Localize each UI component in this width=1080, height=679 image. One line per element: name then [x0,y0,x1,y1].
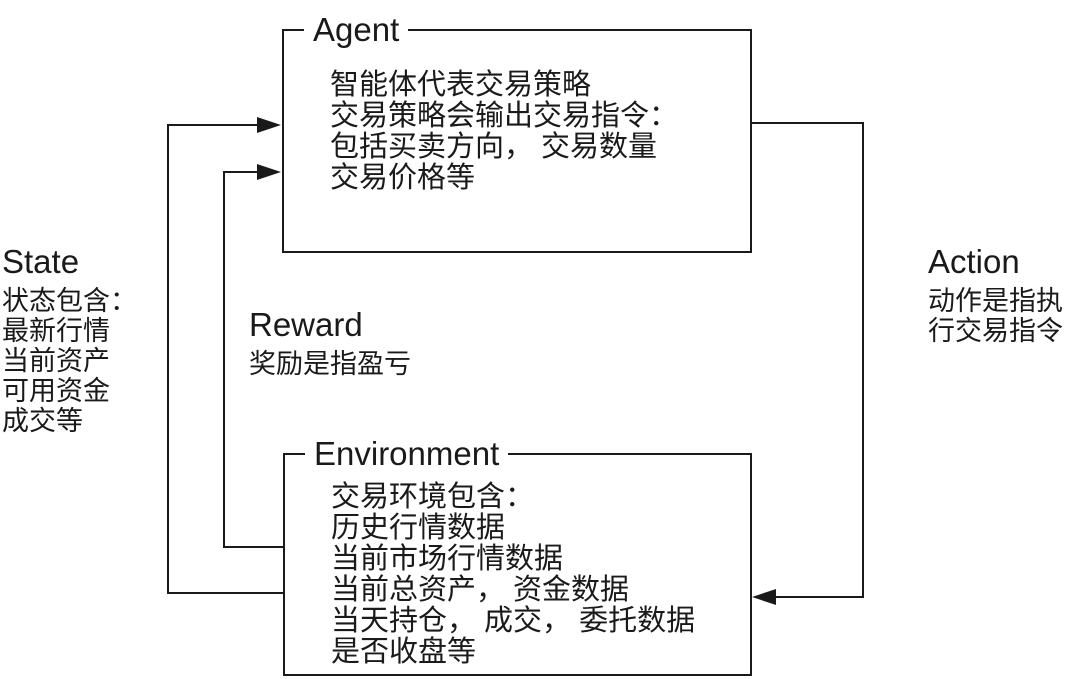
environment-text-line: 交易环境包含： [331,481,535,513]
environment-text-line: 是否收盘等 [331,636,477,668]
action-edge-arrowhead [752,589,776,605]
reward-edge-arrowhead [257,164,281,180]
state-text-line: 成交等 [2,406,83,436]
action-label-text: 动作是指执 行交易指令 [928,286,1063,346]
action-label-title: Action [928,243,1020,280]
environment-text-line: 历史行情数据 [331,512,506,544]
reward-label-title: Reward [249,306,363,343]
state-text-line: 状态包含： [2,286,137,316]
state-text-line: 最新行情 [2,316,110,346]
state-edge-arrowhead [257,117,281,133]
agent-text-line: 交易策略会输出交易指令： [330,100,679,132]
state-text-line: 可用资金 [2,376,110,406]
state-label-title: State [2,243,80,280]
environment-box-title: Environment [305,435,509,473]
agent-box-text: 智能体代表交易策略 交易策略会输出交易指令： 包括买卖方向， 交易数量 交易价格… [330,70,678,194]
environment-text-line: 当前总资产， 资金数据 [331,574,630,606]
environment-text-line: 当前市场行情数据 [331,543,564,575]
reward-label: Reward 奖励是指盈亏 [249,306,411,379]
action-text-line: 行交易指令 [928,316,1063,346]
action-edge-line [751,122,864,598]
action-label: Action 动作是指执 行交易指令 [928,243,1063,346]
reward-label-text: 奖励是指盈亏 [249,349,411,379]
state-label: State 状态包含： 最新行情 当前资产 可用资金 成交等 [2,243,137,436]
action-text-line: 动作是指执 [928,286,1063,316]
environment-box: Environment 交易环境包含： 历史行情数据 当前市场行情数据 当前总资… [283,435,752,676]
agent-text-line: 交易价格等 [330,162,476,194]
agent-text-line: 智能体代表交易策略 [330,69,592,101]
environment-text-line: 当天持仓， 成交， 委托数据 [331,605,696,637]
state-text-line: 当前资产 [2,346,110,376]
agent-box: Agent 智能体代表交易策略 交易策略会输出交易指令： 包括买卖方向， 交易数… [282,11,752,253]
agent-text-line: 包括买卖方向， 交易数量 [330,131,658,163]
state-label-text: 状态包含： 最新行情 当前资产 可用资金 成交等 [2,286,137,436]
reward-text-line: 奖励是指盈亏 [249,349,411,379]
environment-box-text: 交易环境包含： 历史行情数据 当前市场行情数据 当前总资产， 资金数据 当天持仓… [331,482,695,668]
agent-box-title: Agent [304,11,409,49]
